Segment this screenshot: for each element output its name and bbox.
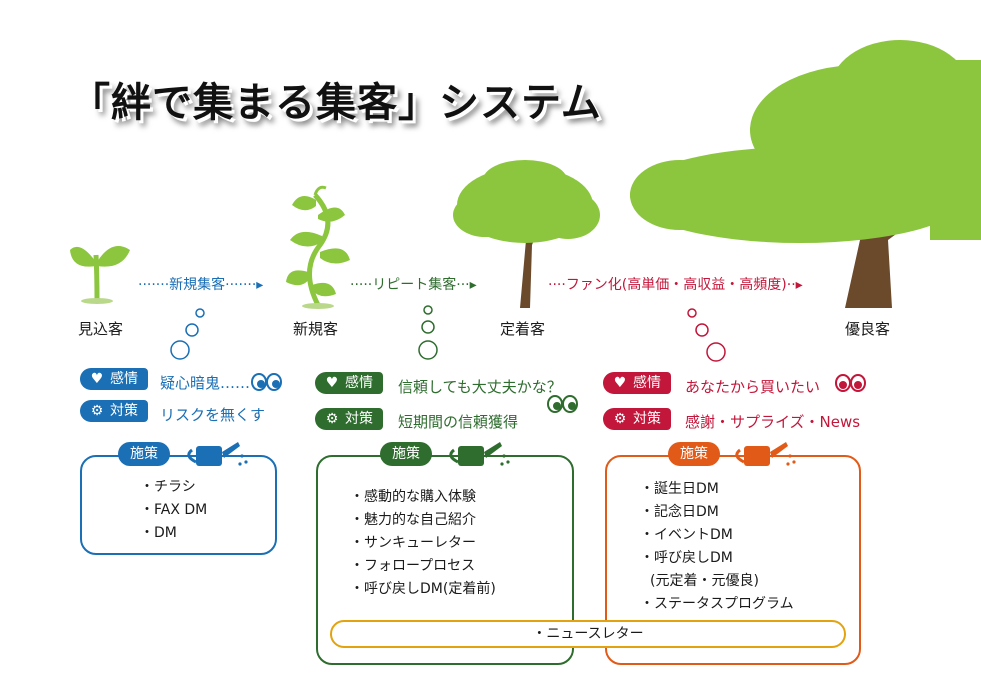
stage-excellent: 優良客 bbox=[845, 320, 891, 338]
emotion-badge: ♥感情 bbox=[315, 372, 383, 394]
list-item: ・誕生日DM bbox=[640, 481, 719, 497]
stage-settled: 定着客 bbox=[500, 320, 546, 338]
action-badge: ⚙対策 bbox=[315, 408, 383, 430]
list-item: ・チラシ bbox=[140, 479, 196, 495]
eyes-icon bbox=[251, 373, 282, 391]
newsletter-bar: ・ニュースレター bbox=[330, 620, 846, 648]
action-badge: ⚙対策 bbox=[80, 400, 148, 422]
seedling-icon bbox=[286, 185, 350, 309]
measures-box bbox=[316, 455, 574, 665]
measures-box bbox=[80, 455, 277, 555]
emotion-text: 疑心暗鬼…… bbox=[160, 374, 251, 392]
transition-repeat-acquisition: ·····リピート集客···▸ bbox=[350, 277, 477, 293]
gear-icon: ⚙ bbox=[613, 411, 627, 427]
heart-icon: ♥ bbox=[90, 371, 104, 387]
gear-icon: ⚙ bbox=[90, 403, 104, 419]
list-item: ・ステータスプログラム bbox=[640, 596, 794, 612]
emotion-badge: ♥感情 bbox=[80, 368, 148, 390]
emotion-badge: ♥感情 bbox=[603, 372, 671, 394]
list-item: ・呼び戻しDM(定着前) bbox=[350, 581, 496, 597]
list-item: ・魅力的な自己紹介 bbox=[350, 512, 476, 528]
emotion-text: 信頼しても大丈夫かな？ bbox=[398, 378, 562, 396]
action-text: 感謝・サプライズ・News bbox=[685, 413, 861, 431]
measures-list: ・誕生日DM ・記念日DM ・イベントDM ・呼び戻しDM (元定着・元優良) … bbox=[640, 478, 794, 616]
list-item: ・サンキューレター bbox=[350, 535, 476, 551]
list-item: (元定着・元優良) bbox=[650, 573, 759, 589]
transition-new-acquisition: ·······新規集客·······▸ bbox=[138, 277, 264, 293]
list-item: ・記念日DM bbox=[640, 504, 719, 520]
gear-icon: ⚙ bbox=[325, 411, 339, 427]
emotion-text: あなたから買いたい bbox=[685, 378, 821, 396]
list-item: ・DM bbox=[140, 525, 177, 541]
eyes-icon bbox=[835, 374, 866, 392]
measures-title: 施策 bbox=[668, 442, 720, 466]
stage-prospect: 見込客 bbox=[78, 320, 124, 338]
measures-list: ・チラシ ・FAX DM ・DM bbox=[140, 476, 207, 545]
measures-title: 施策 bbox=[380, 442, 432, 466]
list-item: ・イベントDM bbox=[640, 527, 733, 543]
tree-icon bbox=[453, 160, 600, 308]
action-text: リスクを無くす bbox=[160, 406, 266, 424]
transition-fan: ····ファン化(高単価・高収益・高頻度)··▸ bbox=[548, 277, 803, 293]
heart-icon: ♥ bbox=[613, 375, 627, 391]
measures-box bbox=[605, 455, 861, 665]
measures-title: 施策 bbox=[118, 442, 170, 466]
list-item: ・FAX DM bbox=[140, 502, 208, 518]
action-text: 短期間の信頼獲得 bbox=[398, 413, 519, 431]
measures-list: ・感動的な購入体験 ・魅力的な自己紹介 ・サンキューレター ・フォロープロセス … bbox=[350, 486, 496, 601]
watering-can-icon bbox=[449, 442, 510, 466]
sprout-icon bbox=[70, 246, 130, 304]
list-item: ・呼び戻しDM bbox=[640, 550, 733, 566]
stage-new: 新規客 bbox=[293, 320, 339, 338]
heart-icon: ♥ bbox=[325, 375, 339, 391]
page-title: 「絆で集まる集客」システム bbox=[70, 80, 602, 126]
eyes-icon bbox=[547, 395, 578, 413]
action-badge: ⚙対策 bbox=[603, 408, 671, 430]
large-tree-icon bbox=[630, 40, 981, 308]
list-item: ・感動的な購入体験 bbox=[350, 489, 476, 505]
list-item: ・フォロープロセス bbox=[350, 558, 476, 574]
